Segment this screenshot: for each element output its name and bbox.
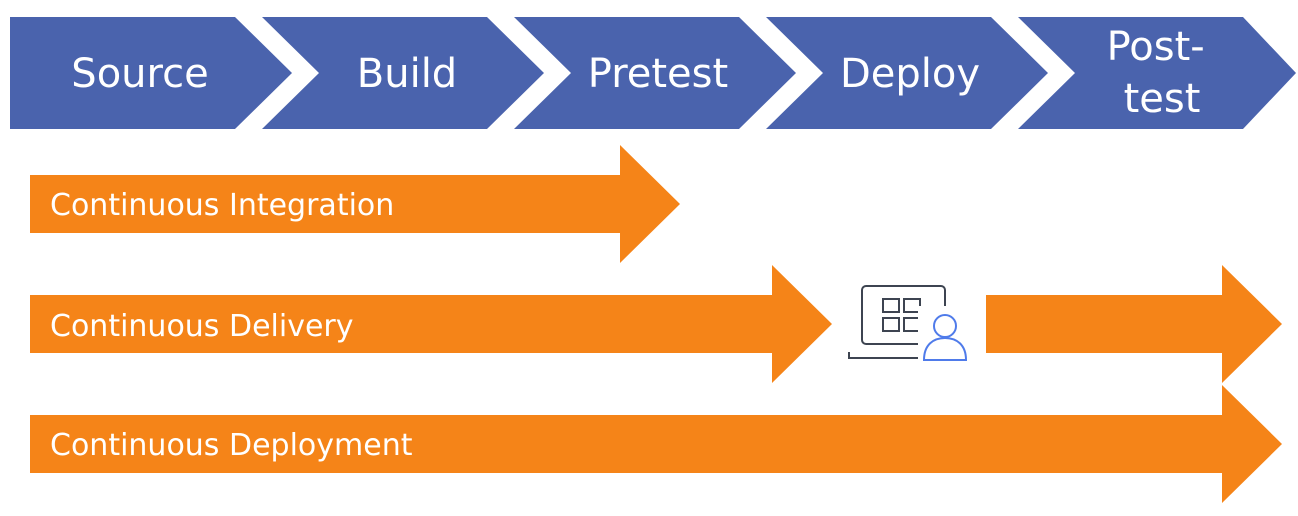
- stage-source-chevron: [10, 17, 292, 129]
- stage-post-test: Post- test: [1018, 17, 1296, 129]
- stage-deploy-label: Deploy: [840, 51, 980, 97]
- continuous-delivery-release-arrow: [986, 265, 1282, 383]
- stage-post-test-chevron: [1018, 17, 1296, 129]
- stage-pretest: Pretest: [514, 17, 796, 129]
- stage-pretest-chevron: [514, 17, 796, 129]
- stage-build: Build: [262, 17, 544, 129]
- continuous-integration-arrow: [30, 145, 680, 263]
- track-continuous-deployment: Continuous Deployment: [30, 385, 1282, 503]
- track-continuous-integration: Continuous Integration: [30, 145, 680, 263]
- stage-pretest-label: Pretest: [588, 51, 728, 97]
- stage-post-test-label-line-1: Post-: [1107, 24, 1205, 70]
- stage-post-test-label: Post- test: [1107, 24, 1218, 122]
- user-body-icon: [922, 336, 968, 361]
- stage-source: Source: [10, 17, 292, 129]
- continuous-deployment-label: Continuous Deployment: [50, 428, 413, 463]
- window-tile-4: [903, 317, 921, 332]
- continuous-deployment-arrow: [30, 385, 1282, 503]
- track-continuous-delivery: Continuous Delivery: [30, 265, 1282, 383]
- stage-deploy: Deploy: [766, 17, 1048, 129]
- stage-build-label: Build: [357, 51, 457, 97]
- window-tile-2: [903, 298, 921, 313]
- continuous-delivery-arrow: [30, 265, 832, 383]
- window-tile-3: [882, 317, 900, 332]
- stage-post-test-label-line-2: test: [1124, 76, 1201, 122]
- laptop-base: [848, 352, 922, 359]
- continuous-delivery-label: Continuous Delivery: [50, 309, 354, 344]
- window-tile-1: [882, 298, 900, 313]
- stage-deploy-chevron: [766, 17, 1048, 129]
- continuous-integration-label: Continuous Integration: [50, 188, 394, 223]
- stage-source-label: Source: [71, 51, 208, 97]
- stage-build-chevron: [262, 17, 544, 129]
- pipeline-stages: Source Build Pretest Deploy Post- test: [10, 17, 1296, 129]
- laptop-user-approval-icon: [848, 285, 972, 362]
